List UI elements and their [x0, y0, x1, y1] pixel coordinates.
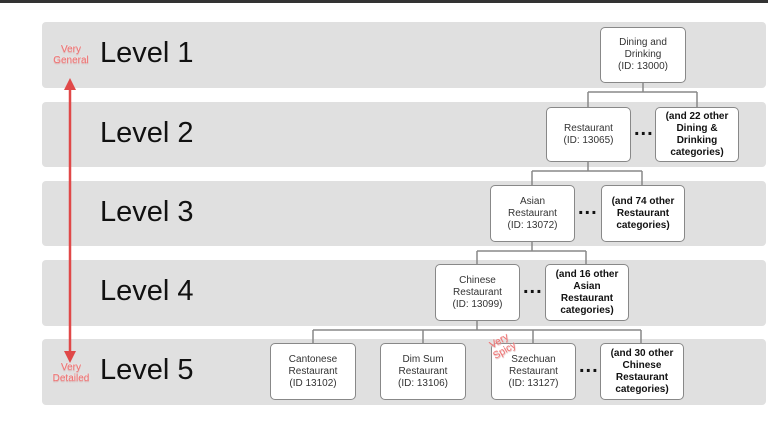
ellipsis: ... [523, 276, 543, 298]
node-cantonese-restaurant: Cantonese Restaurant (ID 13102) [270, 343, 356, 400]
node-dining-and-drinking: Dining and Drinking (ID: 13000) [600, 27, 686, 83]
level-4-band [42, 260, 766, 326]
node-chinese-restaurant: Chinese Restaurant (ID: 13099) [435, 264, 520, 321]
level-2-label: Level 2 [100, 117, 194, 149]
level-2-band [42, 102, 766, 167]
level-4-label: Level 4 [100, 275, 194, 307]
level-1-label: Level 1 [100, 37, 194, 69]
ellipsis: ... [634, 118, 654, 140]
node-other-dining: (and 22 other Dining & Drinking categori… [655, 107, 739, 162]
ellipsis: ... [578, 197, 598, 219]
node-other-chinese: (and 30 other Chinese Restaurant categor… [600, 343, 684, 400]
node-other-restaurant: (and 74 other Restaurant categories) [601, 185, 685, 242]
node-szechuan-restaurant: Szechuan Restaurant (ID: 13127) [491, 343, 576, 400]
level-3-label: Level 3 [100, 196, 194, 228]
node-dim-sum-restaurant: Dim Sum Restaurant (ID: 13106) [380, 343, 466, 400]
node-other-asian: (and 16 other Asian Restaurant categorie… [545, 264, 629, 321]
ellipsis: ... [579, 355, 599, 377]
node-restaurant: Restaurant (ID: 13065) [546, 107, 631, 162]
node-asian-restaurant: Asian Restaurant (ID: 13072) [490, 185, 575, 242]
very-detailed-annotation: Very Detailed [52, 362, 90, 384]
very-general-annotation: Very General [53, 44, 89, 66]
specificity-arrow [64, 78, 76, 363]
level-5-label: Level 5 [100, 354, 194, 386]
top-bar [0, 0, 768, 3]
